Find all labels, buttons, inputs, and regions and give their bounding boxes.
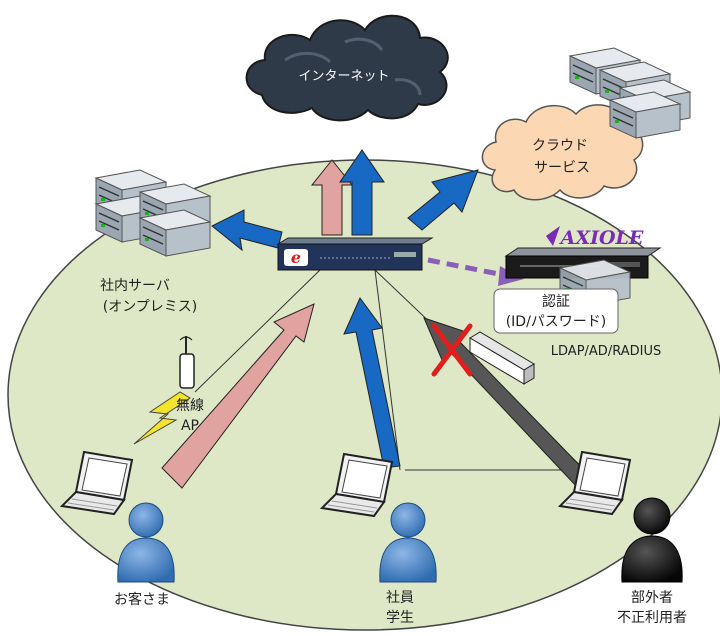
deny-cross-icon (431, 323, 473, 377)
auth-box (493, 288, 619, 334)
user-arrows (161, 297, 591, 489)
internet-label: インターネット (298, 69, 389, 84)
person-employee-icon (379, 502, 437, 583)
internet-cloud (245, 14, 449, 122)
wireless-ap-line1: 無線 (176, 398, 204, 414)
cloud-service-line1: クラウド (532, 138, 588, 154)
guest-label: お客さま (114, 591, 170, 608)
lightning-icon (133, 391, 191, 445)
person-outsider-icon (621, 497, 683, 583)
upstream-arrows (211, 149, 479, 252)
auth-box-line1: 認証 (542, 294, 570, 310)
outsider-label-line2: 不正利用者 (617, 610, 687, 626)
outsider-label-line1: 部外者 (631, 590, 673, 606)
onprem-label-line1: 社内サーバ (100, 278, 170, 294)
axiole-logo: AXIOLE (559, 227, 644, 249)
auth-box-line2: (ID/パスワード) (506, 314, 607, 330)
onprem-label-line2: (オンプレミス) (103, 299, 198, 315)
employee-label-line1: 社員 (386, 590, 414, 606)
blocked-device (469, 331, 535, 385)
employee-label-line2: 学生 (386, 610, 414, 626)
gateway-appliance: e (276, 237, 434, 271)
blue-arrow-onprem (211, 209, 283, 252)
pink-arrow-guest (161, 303, 315, 489)
wireless-ap-device (179, 336, 195, 389)
svg-text:e: e (291, 248, 301, 267)
cloud-service-line2: サービス (534, 160, 590, 176)
auth-protocols: LDAP/AD/RADIUS (551, 344, 661, 359)
axiole-device: AXIOLE (504, 226, 662, 307)
person-guest-icon (117, 502, 175, 583)
blue-arrow-employee (343, 297, 401, 469)
blue-arrow-internet (339, 149, 385, 236)
wireless-ap-line2: AP (181, 418, 199, 434)
blue-arrow-cloud (407, 169, 479, 231)
